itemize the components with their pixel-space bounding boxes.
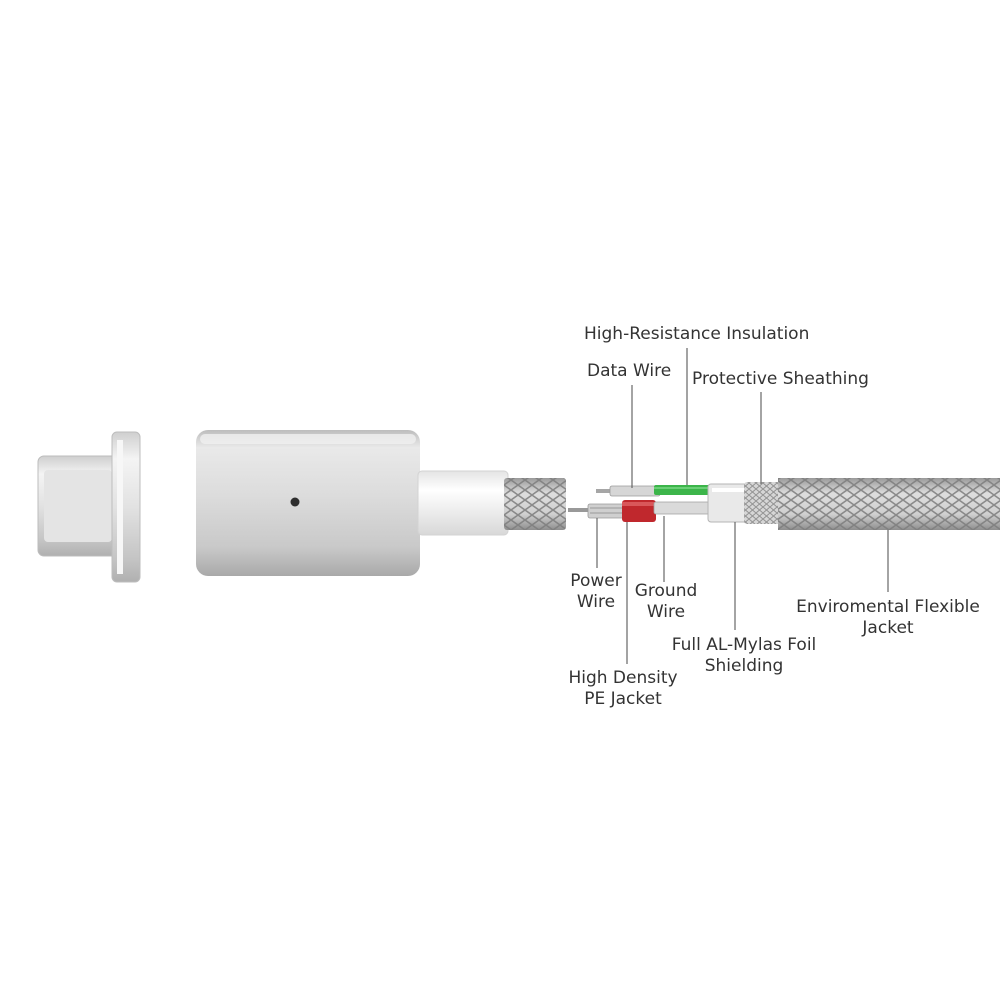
leader-lines [596, 348, 889, 664]
label-protective-sheathing: Protective Sheathing [692, 369, 869, 389]
label-foil-shielding: Full AL-Mylas Foil Shielding [671, 635, 817, 676]
label-high-resistance-insulation: High-Resistance Insulation [584, 324, 810, 344]
magnetic-tip [37, 431, 141, 583]
label-environmental-jacket: Enviromental Flexible Jacket [796, 597, 980, 638]
label-data-wire: Data Wire [587, 361, 672, 381]
led-indicator [290, 497, 300, 507]
label-ground-wire: Ground Wire [634, 581, 698, 622]
braided-segment-left [504, 478, 566, 530]
exposed-wires [568, 482, 780, 524]
label-pe-jacket: High Density PE Jacket [568, 668, 678, 709]
strain-relief-sleeve [417, 470, 509, 536]
braided-jacket [778, 478, 1000, 530]
label-power-wire: Power Wire [570, 571, 622, 612]
connector-body [196, 430, 420, 576]
